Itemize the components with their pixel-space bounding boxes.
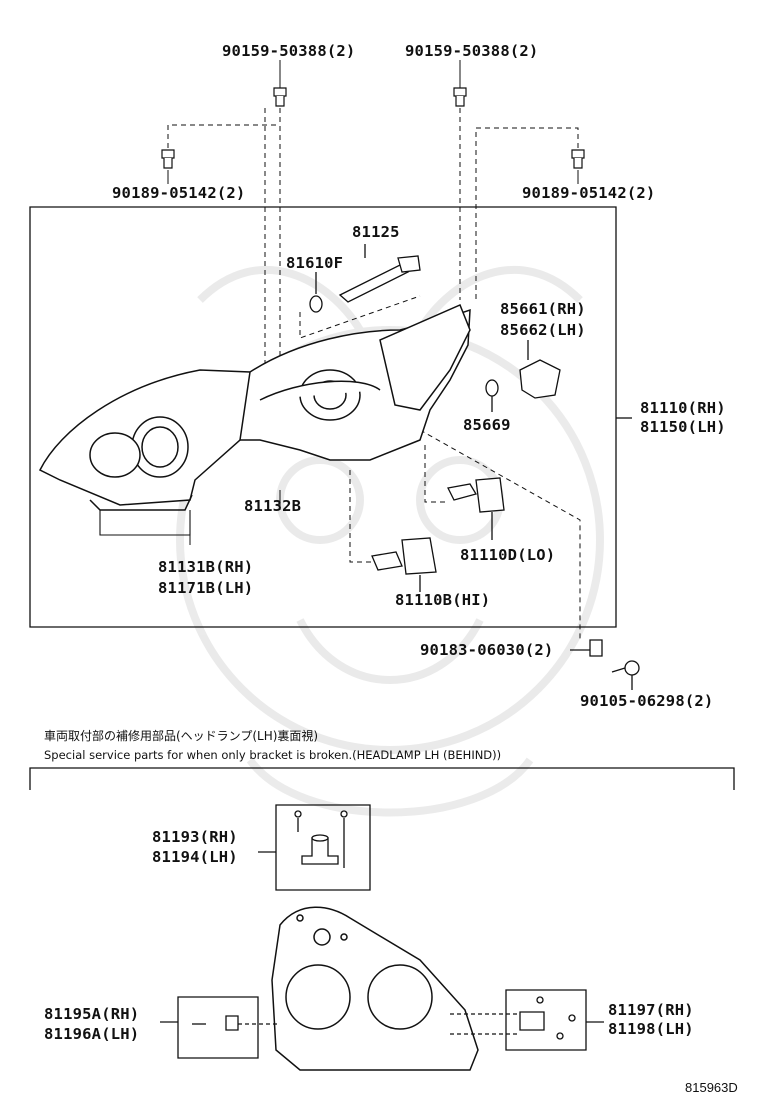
- part-label: 90105-06298(2): [580, 692, 714, 710]
- headlamp-assembly: [38, 304, 471, 536]
- part-label: 81610F: [286, 254, 344, 272]
- screw-icon: [611, 660, 640, 690]
- bracket-small-left: [192, 1015, 280, 1031]
- clip-part: [570, 639, 603, 657]
- leader-lines: [167, 60, 579, 184]
- lower-frame: [29, 767, 735, 1059]
- headlamp-rear-view: [271, 906, 479, 1071]
- part-label: 81194(LH): [152, 848, 238, 866]
- bracket-part: [294, 810, 348, 868]
- part-label: 81196A(LH): [44, 1025, 140, 1043]
- part-label: 90189-05142(2): [522, 184, 656, 202]
- note-japanese: 車両取付部の補修用部品(ヘッドランプ(LH)裏面視): [44, 729, 319, 743]
- upper-frame: [29, 206, 632, 628]
- part-label: 81132B: [244, 497, 302, 515]
- part-label: 81193(RH): [152, 828, 238, 846]
- part-label: 90189-05142(2): [112, 184, 246, 202]
- leaders-main: [189, 490, 281, 545]
- part-label: 81198(LH): [608, 1020, 694, 1038]
- part-label: 81131B(RH): [158, 558, 254, 576]
- part-label: 90159-50388(2): [405, 42, 539, 60]
- ring-part: [485, 379, 499, 412]
- part-label: 81110B(HI): [395, 591, 491, 609]
- part-label: 81110(RH): [640, 399, 726, 417]
- socket-part: [519, 340, 561, 399]
- adjuster-part: [338, 244, 421, 303]
- bolt-icon: [161, 87, 585, 169]
- bulb-hi: [371, 537, 437, 592]
- note-english: Special service parts for when only brac…: [44, 748, 502, 762]
- part-label: 81125: [352, 223, 400, 241]
- part-label: 90159-50388(2): [222, 42, 356, 60]
- part-label: 81171B(LH): [158, 579, 254, 597]
- part-label: 81150(LH): [640, 418, 726, 436]
- part-label: 85669: [463, 416, 511, 434]
- part-label: 85662(LH): [500, 321, 586, 339]
- dashed-guides: [167, 108, 581, 640]
- cap-part: [309, 272, 323, 313]
- part-label: 81110D(LO): [460, 546, 556, 564]
- drawing-code: 815963D: [685, 1080, 738, 1095]
- bracket-small-right: [450, 996, 576, 1040]
- part-label: 90183-06030(2): [420, 641, 554, 659]
- bulb-lo: [447, 477, 505, 540]
- part-label: 85661(RH): [500, 300, 586, 318]
- part-label: 81197(RH): [608, 1001, 694, 1019]
- part-label: 81195A(RH): [44, 1005, 140, 1023]
